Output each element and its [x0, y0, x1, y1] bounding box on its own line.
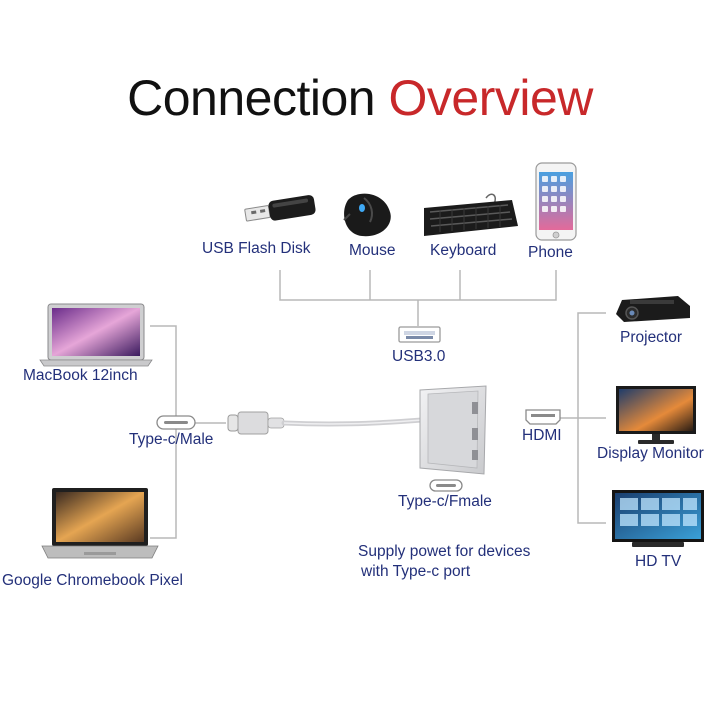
page-title: Connection Overview: [0, 68, 720, 128]
label-power-note-line2: with Type-c port: [361, 563, 471, 580]
mouse-icon: [343, 193, 391, 237]
right-bracket-line: [577, 312, 606, 524]
usb3-port-icon: [398, 326, 441, 343]
type-c-female-port-icon: [429, 479, 463, 492]
label-hd-tv: HD TV: [635, 553, 682, 570]
usb-flash-disk-icon: [244, 195, 316, 222]
label-display-monitor: Display Monitor: [597, 445, 704, 462]
macbook-icon: [39, 303, 153, 367]
hdmi-port-icon: [525, 409, 561, 425]
label-type-c-female: Type-c/Fmale: [398, 493, 492, 510]
monitor-icon: [616, 386, 696, 444]
title-part-overview: Overview: [388, 70, 594, 126]
label-keyboard: Keyboard: [430, 242, 497, 259]
title-part-connection: Connection: [127, 70, 376, 126]
label-power-note-line1: Supply powet for devices: [358, 543, 531, 560]
phone-icon: [535, 162, 577, 241]
label-projector: Projector: [620, 329, 683, 346]
chromebook-icon: [41, 488, 159, 559]
type-c-cable-icon: [227, 411, 425, 435]
adapter-hub-icon: [419, 385, 487, 475]
projector-icon: [616, 296, 690, 322]
connector-lines: [150, 270, 606, 539]
label-type-c-male: Type-c/Male: [129, 431, 214, 448]
label-macbook: MacBook 12inch: [23, 367, 138, 384]
label-phone: Phone: [528, 244, 573, 261]
label-usb-flash-disk: USB Flash Disk: [202, 240, 311, 257]
left-bracket-line: [150, 325, 177, 539]
label-hdmi: HDMI: [522, 427, 562, 444]
keyboard-icon: [424, 193, 518, 236]
label-usb3: USB3.0: [392, 348, 446, 365]
tv-icon: [612, 490, 704, 547]
label-mouse: Mouse: [349, 242, 396, 259]
type-c-male-port-icon: [156, 415, 196, 430]
top-bus-line: [279, 270, 557, 326]
label-chromebook: Google Chromebook Pixel: [2, 572, 183, 589]
